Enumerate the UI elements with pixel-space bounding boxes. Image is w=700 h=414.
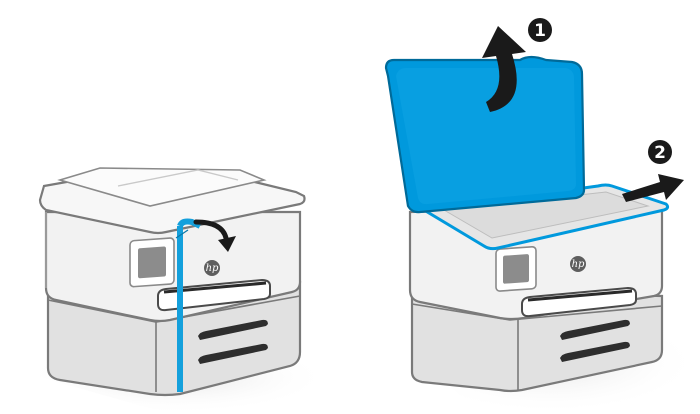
output-slot: [157, 278, 271, 312]
hp-logo-text: hp: [206, 263, 219, 274]
right-printer-base: [410, 288, 664, 393]
right-hp-logo-text: hp: [572, 259, 585, 270]
step-2-badge: [648, 140, 672, 164]
right-control-panel-screen: [503, 254, 529, 284]
right-hp-logo-icon: [570, 256, 586, 272]
curved-arrow-icon: [193, 219, 229, 241]
hp-logo-icon: [204, 260, 220, 276]
step-1-badge: [528, 18, 552, 42]
control-panel-screen: [138, 246, 166, 279]
right-output-slot: [521, 286, 637, 318]
curved-arrow-head-icon: [218, 236, 236, 252]
step-1-number: 1: [534, 21, 546, 41]
left-printer: hp: [22, 167, 330, 414]
packing-tape: [175, 218, 202, 392]
curved-up-arrow-icon: [482, 26, 526, 112]
step-2-number: 2: [654, 143, 666, 163]
right-printer: hp 1 2: [384, 18, 700, 414]
scanner-lid: [384, 55, 586, 214]
right-arrow-icon: [622, 174, 684, 202]
adf-tray: [57, 167, 267, 207]
